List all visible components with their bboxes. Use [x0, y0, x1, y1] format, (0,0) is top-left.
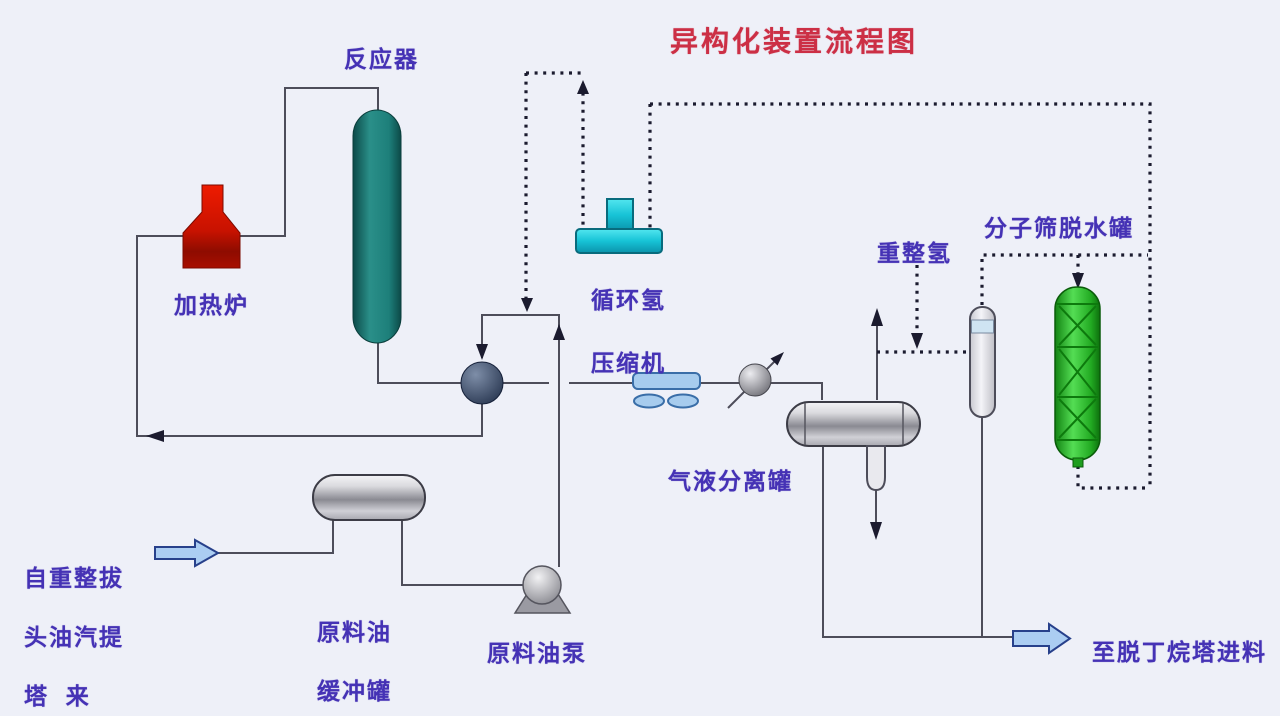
arrowheads — [146, 80, 1084, 540]
recycle-pump-base — [575, 228, 663, 254]
compressor-symbol — [632, 372, 701, 409]
compressor-wheel-left — [633, 393, 665, 409]
label-compressor: 压缩机 — [591, 350, 666, 376]
separator-liquid-line — [822, 446, 1013, 638]
arrow-up-pump-discharge — [577, 80, 589, 94]
valve-to-separator-line — [771, 382, 823, 400]
label-inlet-source-line3: 塔 来 — [24, 683, 91, 709]
gas-liquid-separator-vessel — [786, 401, 921, 492]
control-valve-sphere — [738, 363, 772, 397]
sieve-outlet-dotted — [1076, 466, 1150, 490]
label-gas-liquid-separator: 气液分离罐 — [668, 468, 793, 494]
feed-oil-pump-symbol — [513, 565, 572, 614]
label-feed-oil-pump: 原料油泵 — [487, 640, 587, 666]
molecular-sieve-vessel — [1054, 286, 1101, 468]
label-recycle-hydrogen: 循环氢 — [591, 287, 666, 313]
label-reactor: 反应器 — [344, 46, 419, 72]
buffer-to-pump-line — [401, 520, 524, 586]
label-inlet-source-line2: 头油汽提 — [24, 624, 124, 650]
label-to-debutanizer: 至脱丁烷塔进料 — [1092, 639, 1267, 665]
knockout-shell — [969, 306, 996, 418]
label-furnace: 加热炉 — [174, 292, 249, 318]
feed-pump-sphere — [522, 565, 562, 605]
arrow-down-mixer-inlet — [476, 344, 488, 360]
separator-boot — [866, 445, 886, 492]
compressor-body — [632, 372, 701, 390]
arrow-down-reformed-h2 — [911, 333, 923, 349]
furnace-vessel — [182, 184, 241, 269]
sieve-bottom-nozzle — [1072, 457, 1084, 468]
process-lines — [136, 87, 1013, 638]
top-return-dotted — [650, 102, 1152, 488]
arrow-down-sieve-inlet — [1072, 273, 1084, 289]
recycle-to-furnace-line — [136, 235, 483, 437]
sieve-lattice — [1057, 303, 1098, 441]
knockout-band — [971, 319, 994, 334]
label-inlet-source-line1: 自重整拔 — [24, 565, 124, 591]
inlet-block-arrow — [154, 538, 221, 568]
outlet-block-arrow — [1012, 622, 1072, 655]
reactor-outlet-line — [377, 342, 461, 384]
furnace-to-reactor-line — [240, 87, 379, 237]
arrow-up-feed-riser — [553, 324, 565, 340]
recycle-hydrogen-pump — [575, 198, 663, 254]
label-feed-oil: 原料油 — [317, 619, 392, 645]
separator-shell — [786, 401, 921, 447]
arrow-valve-diagonal — [770, 352, 784, 366]
mixing-point-sphere — [460, 361, 504, 405]
knockout-vessel — [969, 306, 996, 418]
hydrogen-dotted-lines — [524, 71, 1152, 490]
compressor-wheel-right — [667, 393, 699, 409]
label-molecular-sieve: 分子筛脱水罐 — [984, 215, 1134, 241]
pump-discharge-line — [481, 314, 560, 567]
label-buffer-tank: 缓冲罐 — [317, 678, 392, 704]
feed-buffer-tank-vessel — [312, 474, 426, 521]
arrow-left-recycle-return — [146, 430, 164, 442]
recycle-pump-riser — [606, 198, 634, 232]
diagram-title: 异构化装置流程图 — [670, 26, 919, 57]
inlet-to-buffer-line — [217, 520, 334, 554]
arrow-down-boot-drain — [870, 522, 882, 540]
label-reformed-hydrogen: 重整氢 — [877, 240, 952, 266]
reactor-vessel — [352, 109, 402, 344]
arrow-down-recycle-join — [521, 298, 533, 312]
arrow-up-separator-gas — [871, 308, 883, 326]
